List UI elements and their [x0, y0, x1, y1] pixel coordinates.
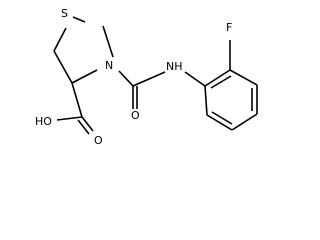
bond-n3-carbonyl — [118, 70, 134, 87]
bond-c4-c5 — [53, 50, 73, 84]
amide-nh-label: NH — [166, 60, 183, 73]
fluorine-label: F — [226, 21, 232, 34]
bond-s-c2 — [72, 16, 86, 23]
bond-c-o-double-2 — [77, 119, 90, 135]
benzene-bond-4 — [231, 113, 258, 131]
bond-c2-n3 — [102, 25, 114, 58]
benzene-bond-2 — [229, 69, 258, 86]
sulfur-label: S — [61, 7, 68, 20]
hydroxyl-label: HO — [35, 115, 52, 128]
benzene-bond-5 — [206, 114, 233, 131]
bond-c-oh — [56, 116, 83, 121]
benzene-bond-1 — [204, 69, 231, 87]
bond-c-o-double-1 — [81, 116, 94, 132]
benzene-bond-6 — [204, 85, 208, 116]
bond-nh-aryl — [184, 71, 206, 87]
bond-n3-c4 — [71, 69, 98, 84]
chemical-structure: S N NH O F HO O — [35, 7, 258, 147]
benzene-double-1 — [210, 75, 232, 89]
benzene-double-3 — [211, 111, 233, 125]
bond-c5-s — [53, 27, 67, 52]
amide-oxygen-label: O — [131, 109, 140, 122]
bond-c4-cooh — [71, 82, 83, 118]
bond-carbonyl-nh — [132, 71, 166, 87]
acid-oxygen-label: O — [94, 134, 103, 147]
ring-nitrogen-label: N — [105, 59, 113, 72]
